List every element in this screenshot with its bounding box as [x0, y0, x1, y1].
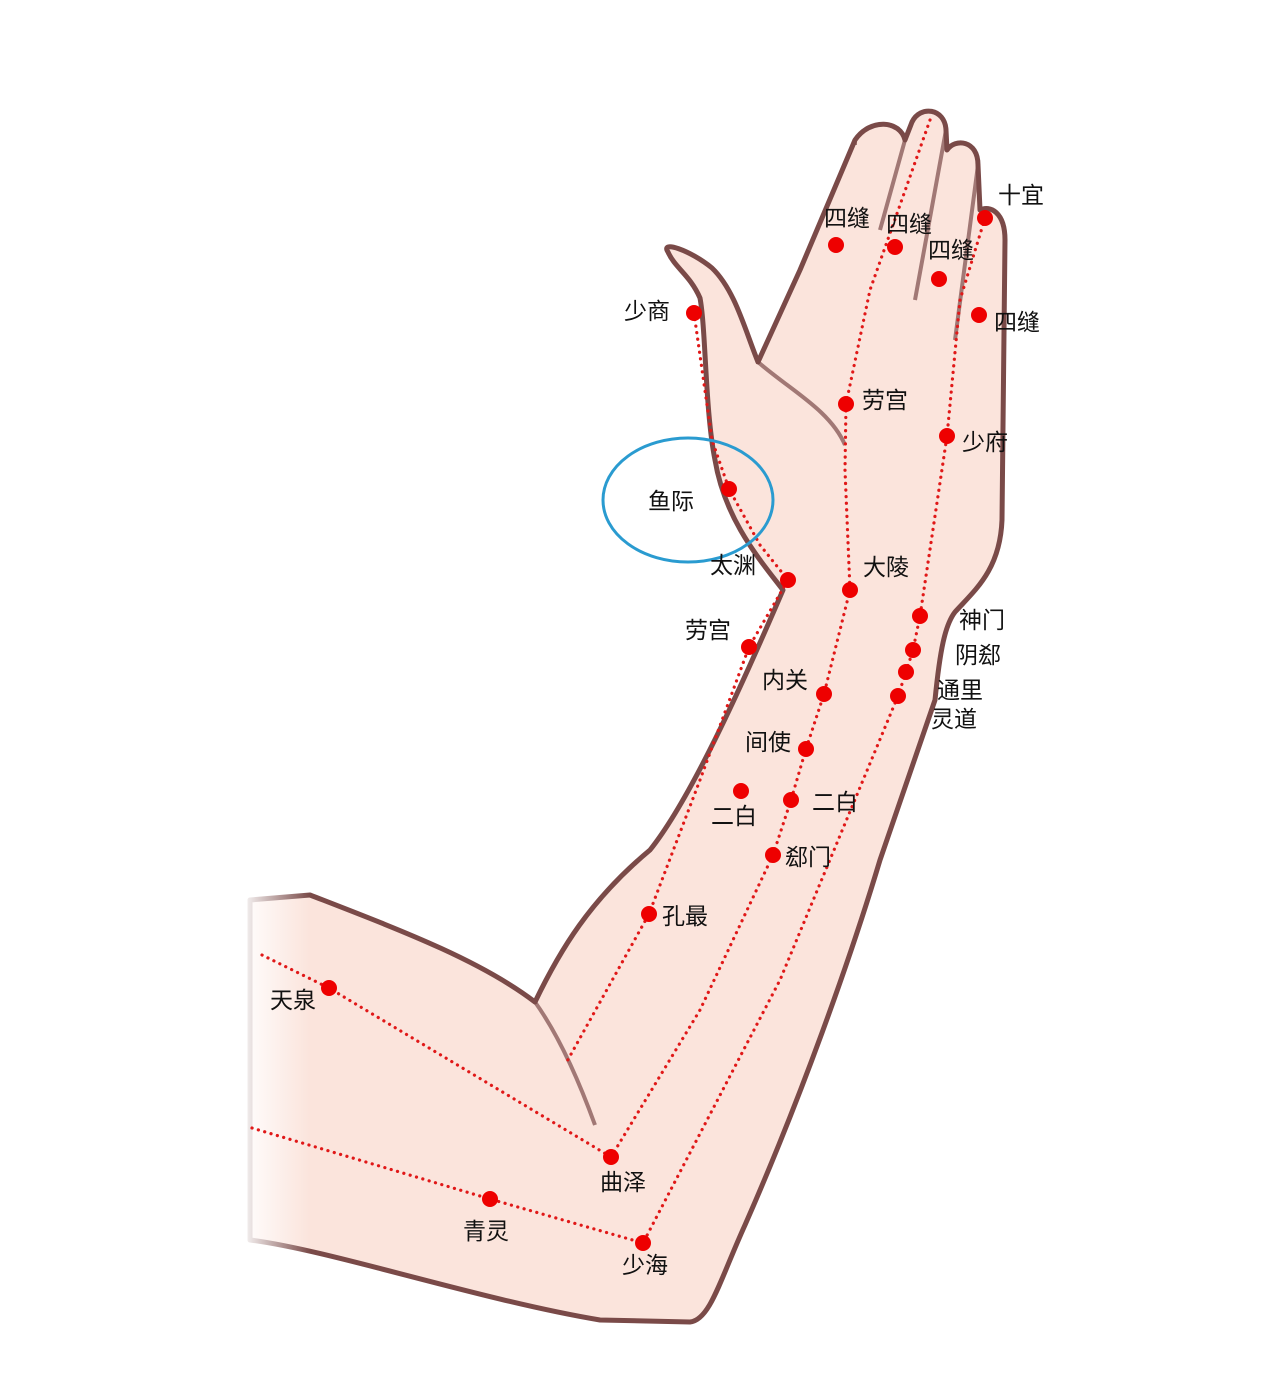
label-lingdao: 灵道: [931, 707, 977, 733]
point-shishang: [686, 305, 702, 321]
label-shishang: 少商: [624, 299, 670, 325]
point-jianshi: [798, 741, 814, 757]
point-shaofu: [939, 428, 955, 444]
arm-outline: [240, 108, 1008, 1325]
point-shenmen: [912, 608, 928, 624]
highlight-circle: [601, 436, 775, 564]
point-erbai-2: [783, 792, 799, 808]
point-tongli: [898, 664, 914, 680]
point-yinxi: [905, 642, 921, 658]
point-neiguan: [816, 686, 832, 702]
label-shaohai: 少海: [622, 1253, 668, 1279]
tianquan-line: [260, 953, 613, 1159]
label-sifeng-4: 四缝: [994, 310, 1040, 336]
point-shaohai: [635, 1235, 651, 1251]
point-quze: [603, 1149, 619, 1165]
label-tianquan: 天泉: [270, 988, 316, 1014]
point-daling: [842, 582, 858, 598]
acupoints: [321, 210, 993, 1251]
point-shixuan: [977, 210, 993, 226]
label-daling: 大陵: [863, 555, 909, 581]
label-taiyuan: 太渊: [710, 553, 756, 579]
heart-meridian: [641, 216, 987, 1245]
point-ximen: [765, 847, 781, 863]
point-laogong-palm: [838, 396, 854, 412]
label-sifeng-3: 四缝: [928, 238, 974, 264]
label-shaofu: 少府: [962, 430, 1008, 456]
point-lingdao: [890, 688, 906, 704]
label-shixuan: 十宜: [998, 183, 1044, 209]
point-qingling: [482, 1191, 498, 1207]
label-quze: 曲泽: [600, 1170, 646, 1196]
label-erbai-1: 二白: [711, 804, 757, 830]
point-erbai-1: [733, 783, 749, 799]
label-ximen: 郄门: [785, 845, 831, 871]
point-taiyuan: [780, 572, 796, 588]
point-sifeng-4: [971, 307, 987, 323]
label-yinxi: 阴郄: [955, 643, 1001, 669]
label-shenmen: 神门: [959, 608, 1005, 634]
label-jianshi: 间使: [745, 730, 791, 756]
label-tongli: 通里: [937, 678, 983, 704]
label-laogong-palm: 劳宫: [862, 388, 908, 414]
label-erbai-2: 二白: [812, 790, 858, 816]
point-laogong-arm: [741, 639, 757, 655]
point-sifeng-2: [887, 239, 903, 255]
label-laogong-arm: 劳宫: [685, 618, 731, 644]
label-yuji: 鱼际: [648, 489, 694, 515]
label-sifeng-2: 四缝: [886, 212, 932, 238]
label-kongzui: 孔最: [662, 904, 708, 930]
point-yuji: [721, 481, 737, 497]
point-tianquan: [321, 980, 337, 996]
label-neiguan: 内关: [762, 668, 808, 694]
label-sifeng-1: 四缝: [824, 206, 870, 232]
point-sifeng-1: [828, 237, 844, 253]
pericardium-meridian: [609, 118, 932, 1159]
point-sifeng-3: [931, 271, 947, 287]
point-kongzui: [641, 906, 657, 922]
label-qingling: 青灵: [463, 1219, 509, 1245]
